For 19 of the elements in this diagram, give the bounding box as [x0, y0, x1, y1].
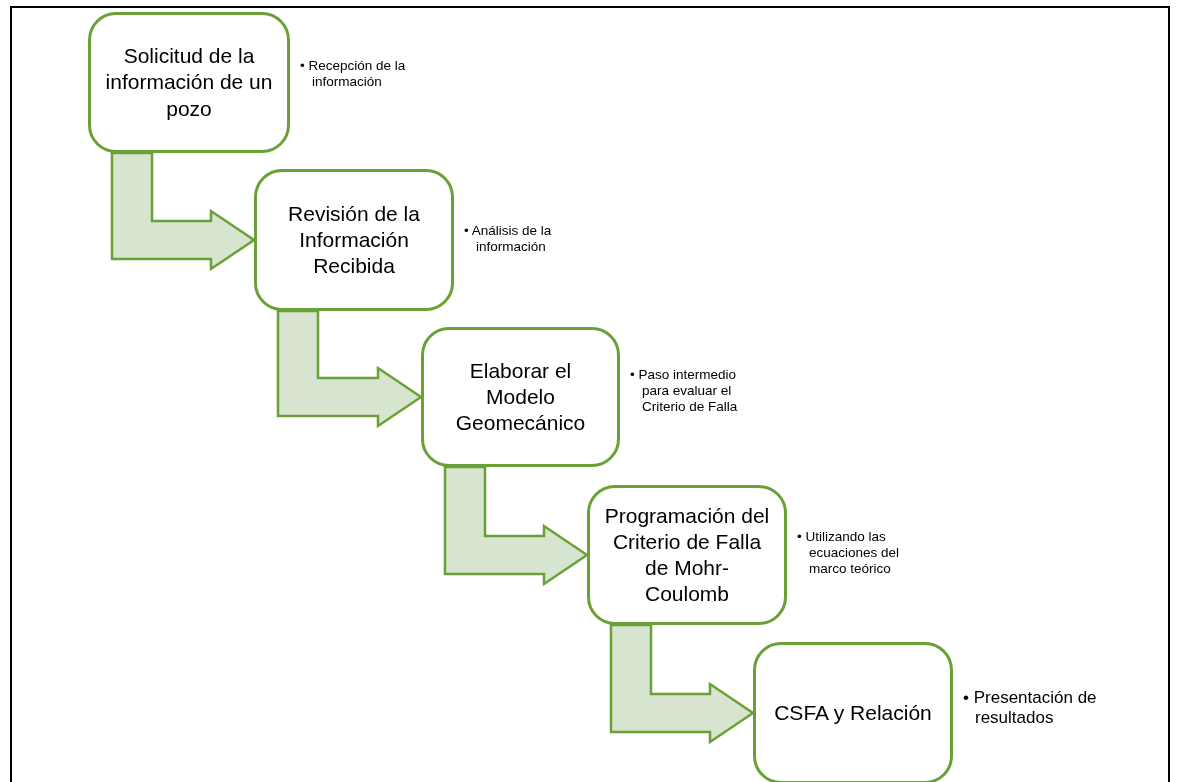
- bent-arrow: [110, 151, 257, 272]
- process-box: [753, 642, 953, 782]
- step-text: CSFA y Relación: [773, 699, 933, 726]
- step-text: Solicitud de la información de un pozo: [104, 43, 274, 122]
- bent-arrow: [609, 623, 756, 745]
- process-box: [88, 12, 290, 153]
- process-box: [421, 327, 620, 467]
- step-text: Revisión de la Información Recibida: [287, 200, 421, 280]
- step-text: Elaborar el Modelo Geomecánico: [454, 357, 587, 437]
- step-text: Programación del Criterio de Falla de Mohr-Coulomb: [603, 502, 771, 608]
- bullet-note: • Recepción de la información: [300, 58, 407, 91]
- bent-arrow: [443, 465, 590, 587]
- bent-arrow: [276, 309, 424, 429]
- bullet-note: • Utilizando las ecuaciones del marco teórico: [797, 529, 901, 578]
- bullet-note: • Presentación de resultados: [963, 688, 1098, 729]
- process-box: [254, 169, 454, 311]
- process-box: [587, 485, 787, 625]
- bullet-note: • Análisis de la información: [464, 223, 553, 256]
- bullet-note: • Paso intermedio para evaluar el Criterio de Falla: [630, 367, 739, 416]
